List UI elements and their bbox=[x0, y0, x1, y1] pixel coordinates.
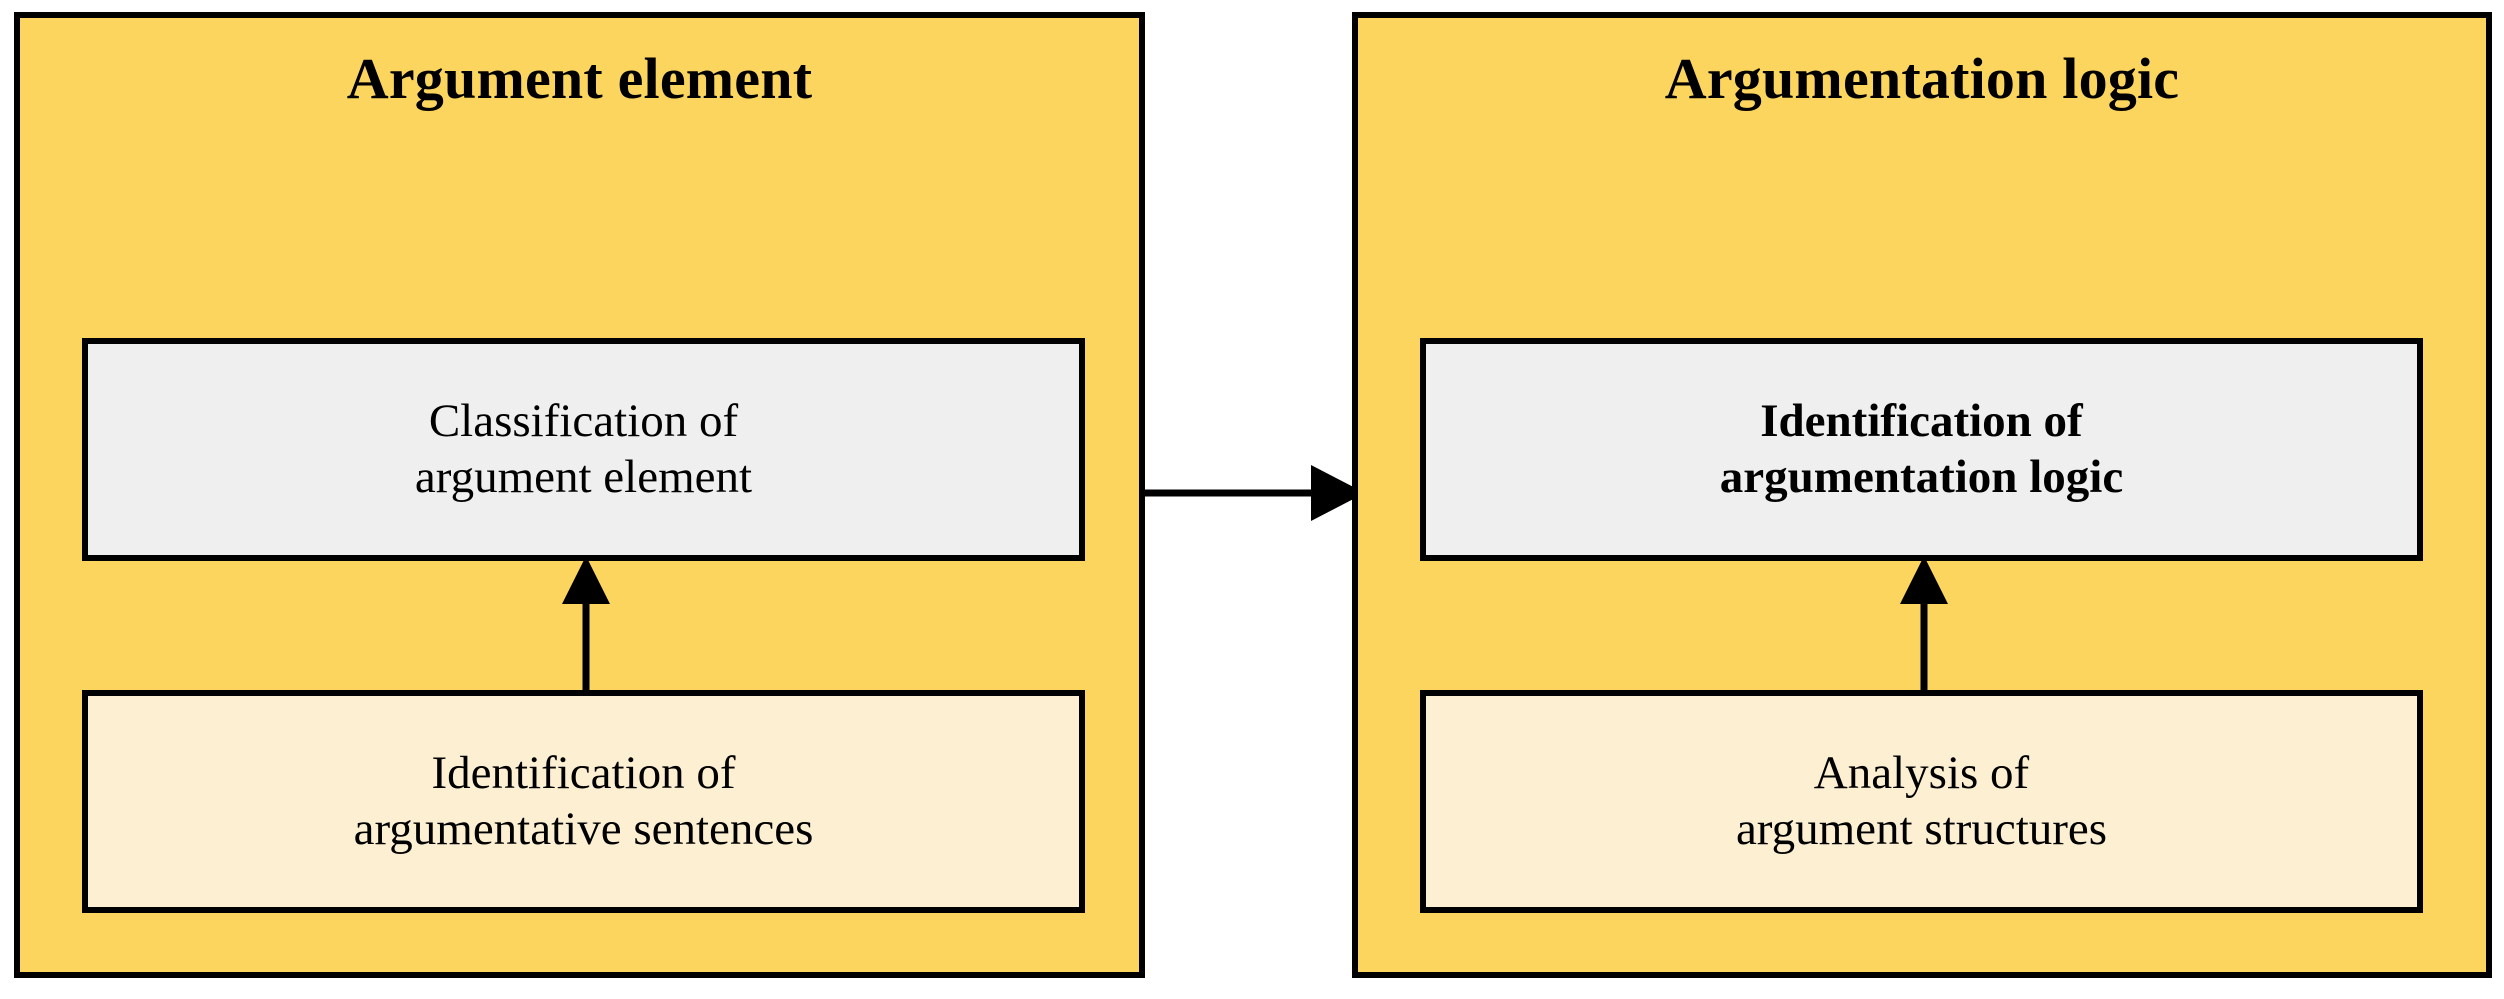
box-classification-of-argument-element: Classification of argument element bbox=[82, 338, 1085, 561]
panel-title-argumentation-logic: Argumentation logic bbox=[1664, 46, 2180, 111]
box-line-1: Identification of bbox=[1760, 395, 2083, 448]
box-analysis-of-argument-structures: Analysis of argument structures bbox=[1420, 690, 2423, 913]
box-line-2: argumentation logic bbox=[1719, 450, 2124, 503]
box-line-2: argumentative sentences bbox=[353, 802, 814, 855]
box-identification-of-argumentative-sentences: Identification of argumentative sentence… bbox=[82, 690, 1085, 913]
panel-title-argument-element: Argument element bbox=[346, 46, 813, 111]
panel-argumentation-logic: Argumentation logic Identification of ar… bbox=[1352, 12, 2492, 978]
box-line-1: Classification of bbox=[428, 395, 739, 448]
panel-argument-element: Argument element Classification of argum… bbox=[14, 12, 1145, 978]
box-text-block: Analysis of argument structures bbox=[1728, 746, 2115, 857]
box-line-2: argument element bbox=[414, 450, 753, 503]
box-text-block: Classification of argument element bbox=[407, 394, 760, 505]
arrow-up-right-panel bbox=[1892, 548, 1956, 690]
box-text-block: Identification of argumentative sentence… bbox=[346, 746, 822, 857]
box-line-2: argument structures bbox=[1735, 802, 2108, 855]
box-line-1: Identification of bbox=[431, 747, 736, 800]
arrow-up-left-panel bbox=[554, 548, 618, 690]
box-line-1: Analysis of bbox=[1813, 747, 2030, 800]
box-identification-of-argumentation-logic: Identification of argumentation logic bbox=[1420, 338, 2423, 561]
box-text-block: Identification of argumentation logic bbox=[1712, 394, 2131, 505]
arrow-connector-left-to-right bbox=[1139, 455, 1365, 531]
